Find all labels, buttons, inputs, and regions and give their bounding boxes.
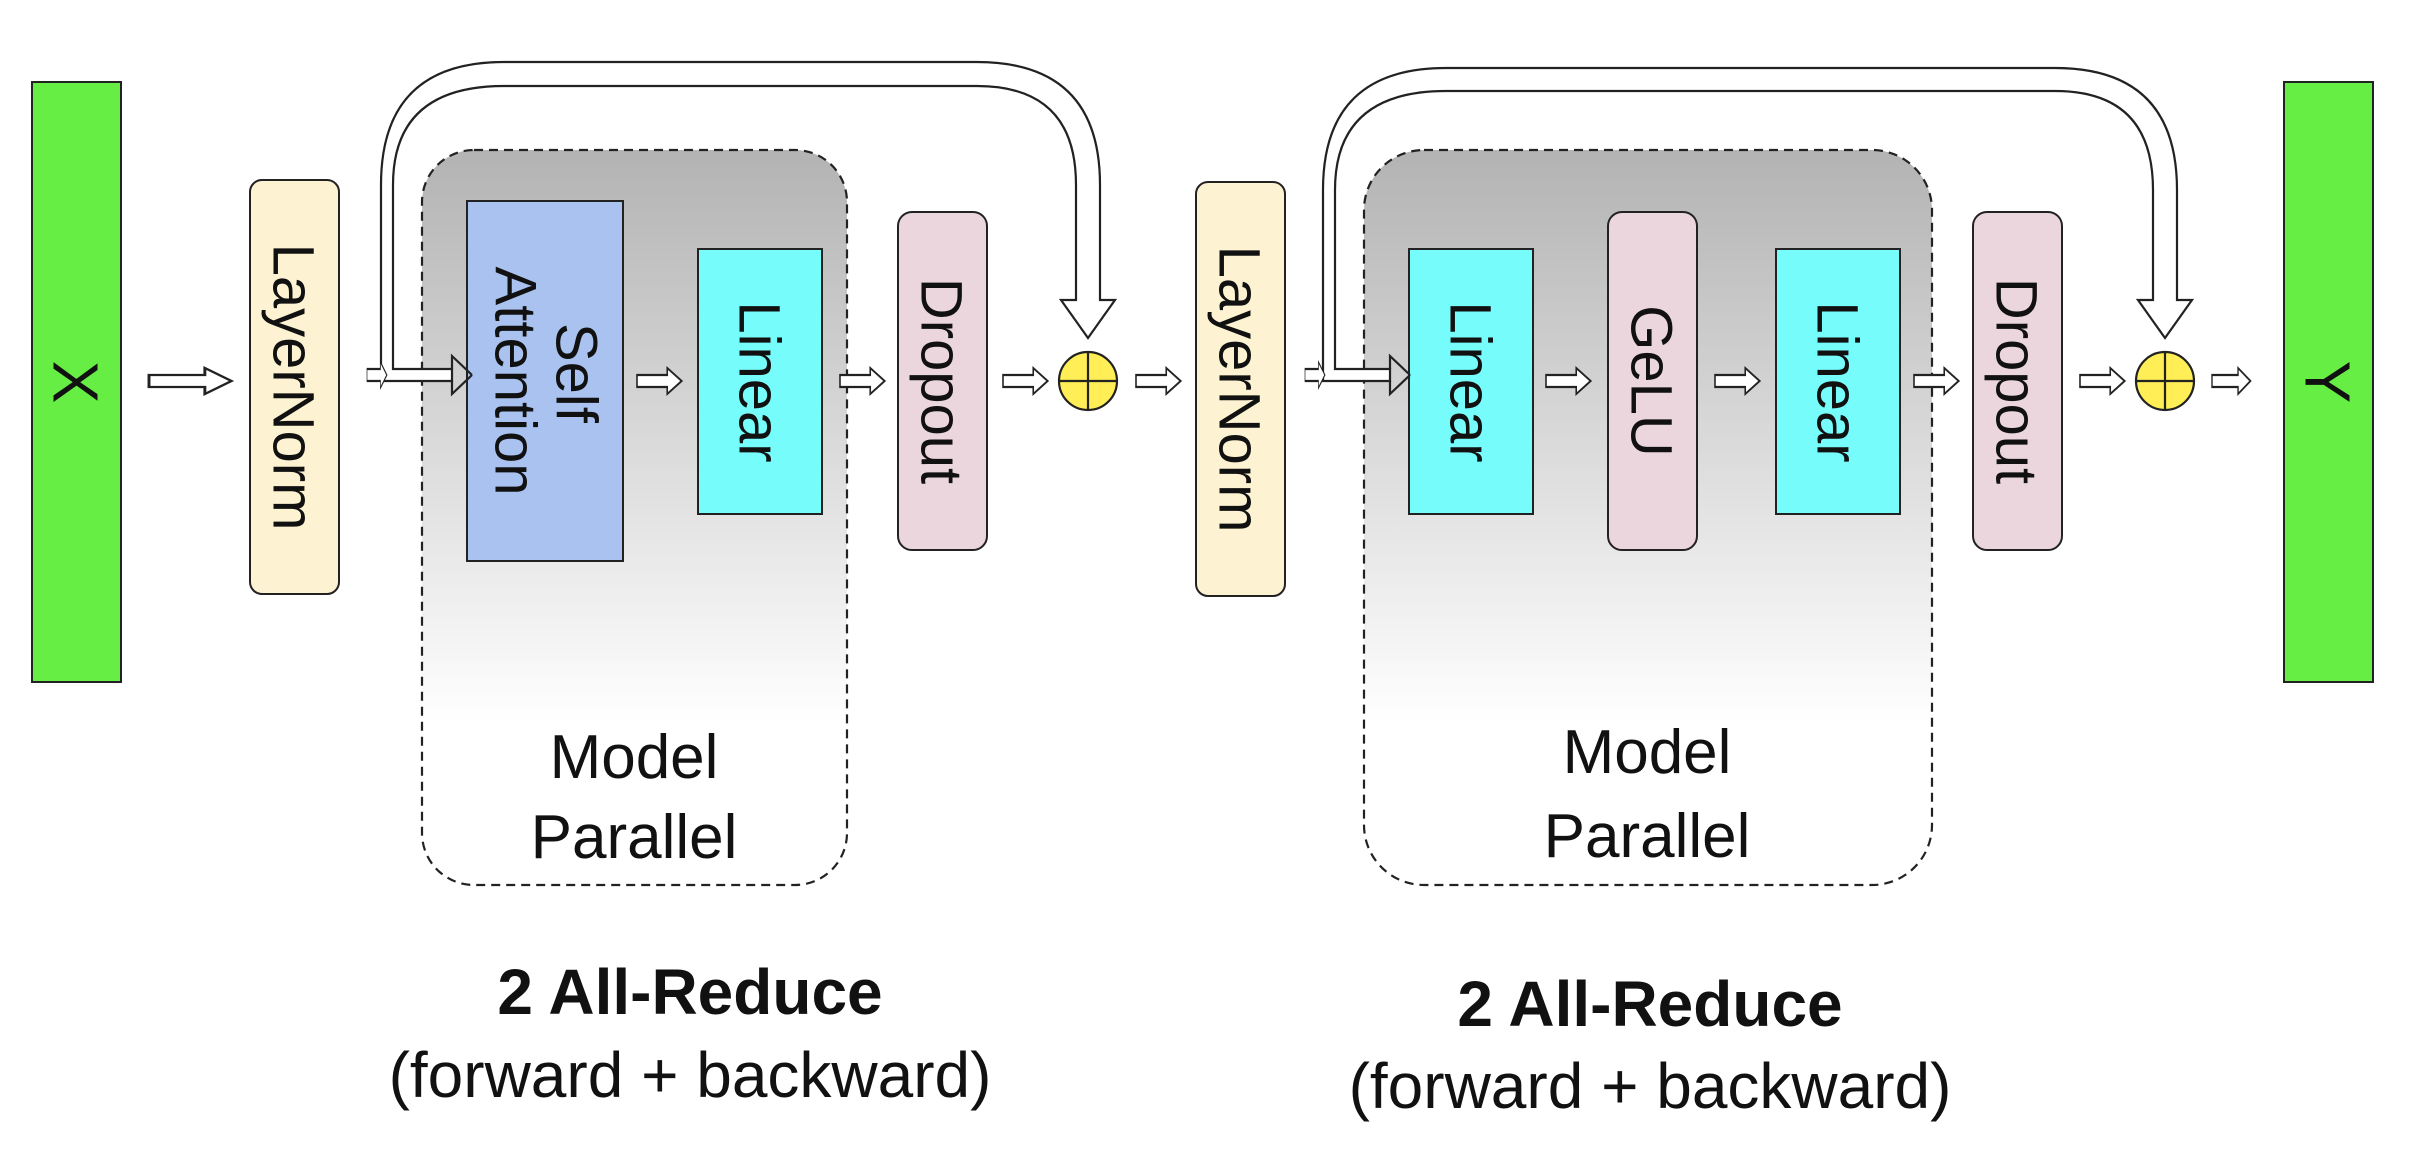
dropout-1-block: Dropout bbox=[897, 211, 988, 551]
self-attention-block: Self Attention bbox=[466, 200, 624, 562]
gelu-block: GeLU bbox=[1607, 211, 1698, 551]
model-parallel-label-line2: Parallel bbox=[531, 803, 738, 872]
linear-attention-block: Linear bbox=[697, 248, 823, 515]
input-x-block: X bbox=[31, 81, 122, 683]
allreduce-subtitle: (forward + backward) bbox=[389, 1039, 992, 1111]
hollow-arrow-right-icon bbox=[2078, 366, 2126, 396]
layernorm-2-block: LayerNorm bbox=[1195, 181, 1286, 597]
linear-attention-label: Linear bbox=[727, 301, 792, 462]
linear-mlp-2-label: Linear bbox=[1805, 301, 1870, 462]
hollow-arrow-right-icon bbox=[147, 366, 233, 396]
input-x-label: X bbox=[40, 361, 112, 404]
layernorm-1-block: LayerNorm bbox=[249, 179, 340, 595]
linear-mlp-1-label: Linear bbox=[1438, 301, 1503, 462]
model-parallel-label-line1: Model bbox=[1563, 718, 1732, 787]
layernorm-2-label: LayerNorm bbox=[1207, 246, 1272, 533]
allreduce-subtitle: (forward + backward) bbox=[1349, 1050, 1952, 1122]
hollow-arrow-right-icon bbox=[1303, 360, 1326, 390]
model-parallel-label-line2: Parallel bbox=[1544, 802, 1751, 871]
hollow-arrow-right-icon bbox=[1134, 366, 1182, 396]
self-attention-label: Self Attention bbox=[483, 267, 609, 496]
residual-skip-arrow-mlp bbox=[1321, 66, 2195, 397]
dropout-1-label: Dropout bbox=[909, 278, 974, 484]
layernorm-1-label: LayerNorm bbox=[261, 244, 326, 531]
hollow-arrow-right-icon bbox=[2210, 366, 2252, 396]
residual-skip-arrow-attention bbox=[379, 60, 1118, 397]
model-parallel-label-line1: Model bbox=[550, 723, 719, 792]
allreduce-caption-mlp: 2 All-Reduce (forward + backward) bbox=[1349, 968, 1952, 1122]
linear-mlp-1-block: Linear bbox=[1408, 248, 1534, 515]
dropout-2-label: Dropout bbox=[1984, 278, 2049, 484]
hollow-arrow-right-icon bbox=[1001, 366, 1049, 396]
gelu-label: GeLU bbox=[1619, 305, 1684, 457]
output-y-block: Y bbox=[2283, 81, 2374, 683]
circle-plus-icon bbox=[2134, 350, 2196, 412]
linear-mlp-2-block: Linear bbox=[1775, 248, 1901, 515]
dropout-2-block: Dropout bbox=[1972, 211, 2063, 551]
allreduce-title: 2 All-Reduce bbox=[497, 956, 882, 1028]
allreduce-title: 2 All-Reduce bbox=[1457, 968, 1842, 1040]
allreduce-caption-attention: 2 All-Reduce (forward + backward) bbox=[389, 956, 992, 1111]
output-y-label: Y bbox=[2292, 361, 2364, 404]
circle-plus-icon bbox=[1057, 350, 1119, 412]
